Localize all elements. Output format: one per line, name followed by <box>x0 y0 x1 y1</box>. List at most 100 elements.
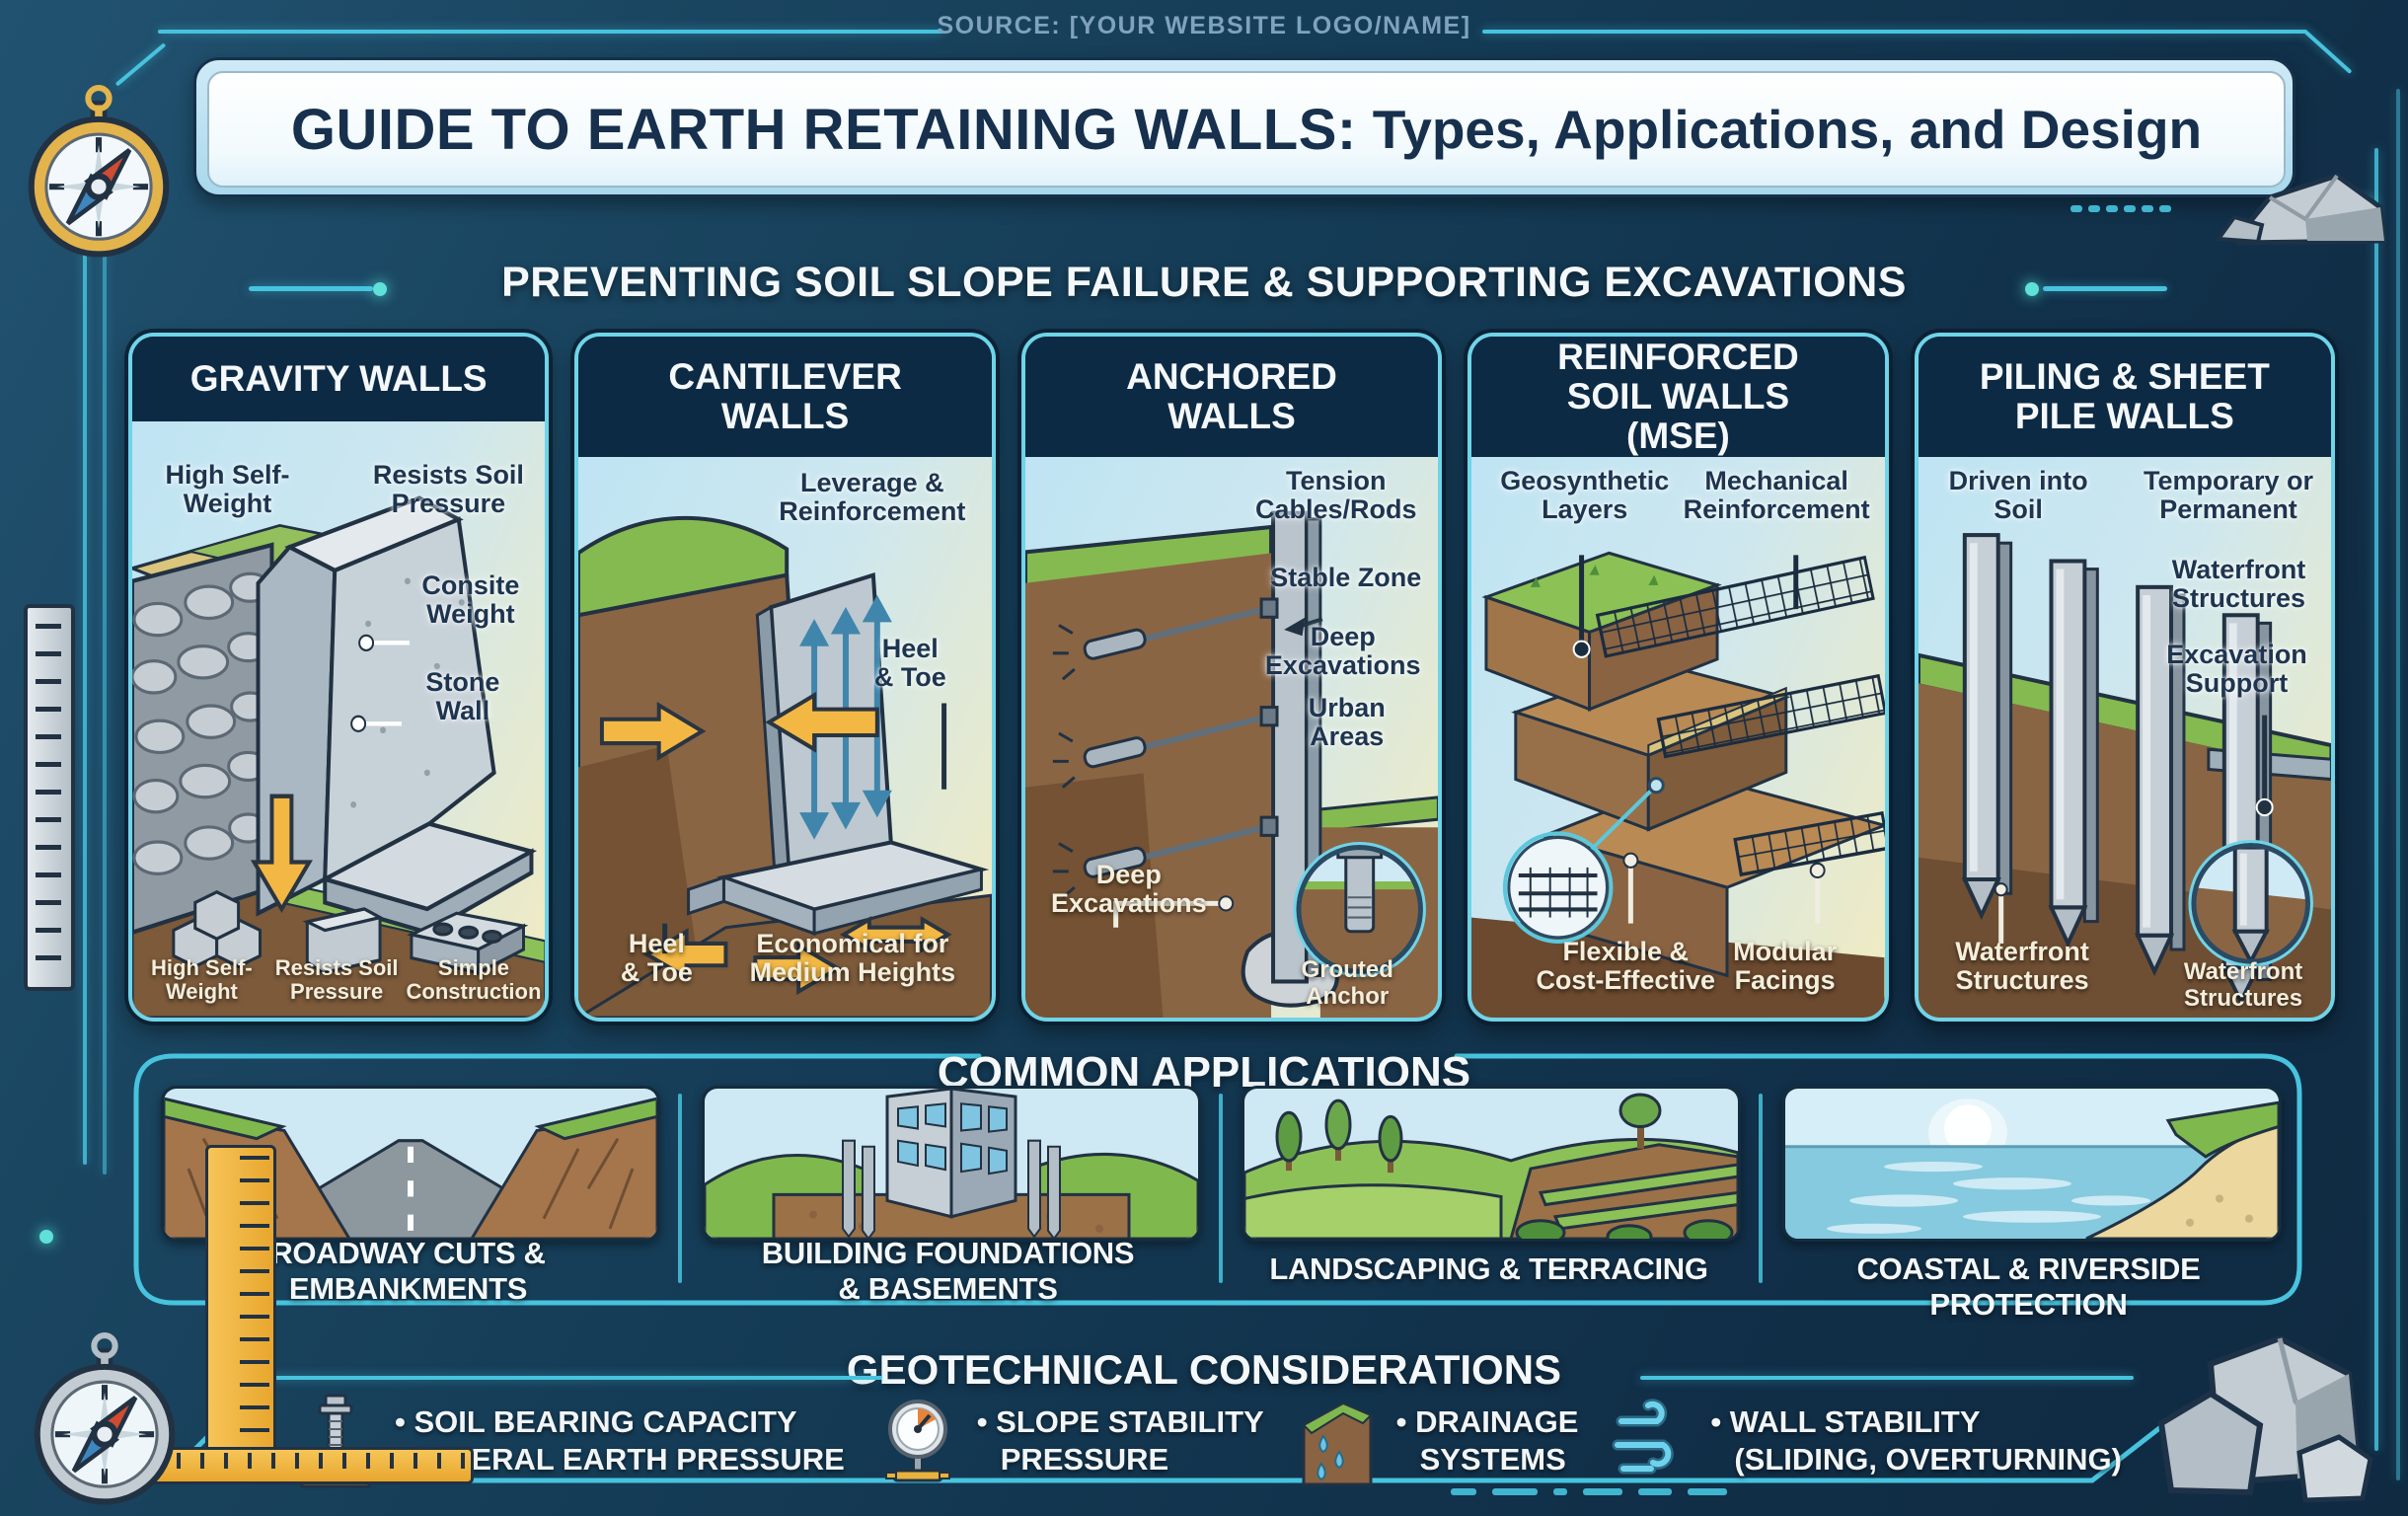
geotech-text: • WALL STABILITY (SLIDING, OVERTURNING) <box>1710 1404 2122 1477</box>
wall-type-panels: GRAVITY WALLS <box>128 333 2336 1022</box>
coastal-protection-image <box>1782 1086 2282 1242</box>
caption-building-foundations: BUILDING FOUNDATIONS& BASEMENTS <box>761 1236 1135 1306</box>
geotech-item-stability: • WALL STABILITY (SLIDING, OVERTURNING) <box>1612 1392 2122 1490</box>
label-leverage-reinforcement: Leverage &Reinforcement <box>779 468 966 526</box>
panel-title: CANTILEVER WALLS <box>578 337 992 457</box>
geotech-items: • SOIL BEARING CAPACITY • LATERAL EARTH … <box>296 1388 2122 1494</box>
applications-divider <box>1759 1094 1763 1283</box>
label-stable-zone: Stable Zone <box>1270 563 1422 592</box>
panel-cantilever-walls: CANTILEVER WALLS <box>574 333 996 1022</box>
panel-reinforced-soil-walls: REINFORCED SOIL WALLS (MSE) <box>1467 333 1889 1022</box>
mesh-magnifier-inset <box>1503 777 1665 944</box>
title-box: GUIDE TO EARTH RETAINING WALLS: Types, A… <box>193 57 2295 197</box>
rock-icon-top <box>2217 173 2387 246</box>
panel-title: GRAVITY WALLS <box>132 337 546 421</box>
footer-dash <box>1688 1488 1727 1495</box>
drainage-slope-icon <box>1301 1402 1373 1486</box>
tension-anchors <box>1052 597 1279 899</box>
title-dash <box>2124 205 2136 212</box>
page-title-sub: Types, Applications, and Design <box>1372 99 2203 160</box>
title-dash <box>2142 205 2153 212</box>
pressure-arrows <box>600 691 952 996</box>
page-title-main: GUIDE TO EARTH RETAINING WALLS: <box>290 97 1357 162</box>
wind-flow-icon <box>1612 1399 1675 1475</box>
landscaping-terracing-image <box>1242 1086 1741 1242</box>
weight-down-arrow <box>250 794 313 914</box>
cantilever-wall-illustration: Leverage &Reinforcement Heel& Toe Heel& … <box>578 457 992 1018</box>
compass-icon <box>28 85 170 258</box>
applications-divider <box>1219 1094 1223 1283</box>
title-dash <box>2106 205 2118 212</box>
cantilever-wall-drawing <box>578 515 992 1018</box>
title-dash <box>2070 205 2082 212</box>
title-box-inner: GUIDE TO EARTH RETAINING WALLS: Types, A… <box>207 71 2286 188</box>
footer-dash <box>1451 1488 1476 1495</box>
geotech-title: GEOTECHNICAL CONSIDERATIONS <box>846 1346 1562 1393</box>
caption-roadway-cuts: ROADWAY CUTS &EMBANKMENTS <box>270 1236 546 1306</box>
footer-dash <box>1492 1488 1538 1495</box>
right-frame-line-1 <box>2374 148 2378 1451</box>
gravity-wall-drawing <box>132 495 546 1018</box>
subtitle-accent-dot-right <box>2025 282 2039 296</box>
geotech-text: • DRAINAGE SYSTEMS <box>1395 1404 1579 1477</box>
panel-title: PILING & SHEET PILE WALLS <box>1918 337 2332 457</box>
geotech-text: • SLOPE STABILITY PRESSURE <box>976 1404 1264 1477</box>
geotech-line-right <box>1640 1376 2134 1380</box>
brick-icon <box>406 911 529 976</box>
left-frame-line-1 <box>83 247 87 1165</box>
subtitle-accent-dot-left <box>373 282 387 296</box>
footer-dash <box>1638 1488 1672 1495</box>
panel-gravity-walls: GRAVITY WALLS <box>128 333 550 1022</box>
pile-tip-inset <box>2188 839 2313 967</box>
caption-heel-toe: Heel& Toe <box>620 928 693 988</box>
gray-ruler <box>24 604 75 991</box>
anchored-wall-drawing <box>1024 510 1439 1018</box>
label-heel-toe: Heel& Toe <box>873 634 946 692</box>
applications-divider <box>678 1094 682 1283</box>
rock-icon-bottom <box>2157 1334 2373 1503</box>
yellow-vertical-ruler <box>205 1145 276 1473</box>
left-frame-line-2 <box>103 148 107 1175</box>
yellow-horizontal-ruler <box>144 1447 474 1484</box>
caption-high-self-weight: High Self-Weight <box>151 954 253 1004</box>
sheet-pile-drawing <box>1918 533 2332 1018</box>
caption-coastal: COASTAL & RIVERSIDE PROTECTION <box>1856 1251 2201 1322</box>
footer-dash <box>1553 1488 1567 1495</box>
top-frame-line-right <box>1482 30 2307 34</box>
label-high-self-weight: High Self-Weight <box>165 460 290 518</box>
subtitle-accent-line-left <box>249 286 373 291</box>
top-frame-line-left <box>158 30 943 34</box>
pressure-gauge-icon <box>884 1400 950 1482</box>
subtitle-accent-line-right <box>2043 286 2167 291</box>
concrete-block-icon <box>302 907 385 975</box>
source-line: SOURCE: [YOUR WEBSITE LOGO/NAME] <box>937 12 1471 39</box>
accent-dot-left <box>39 1230 53 1244</box>
right-frame-line-2 <box>2396 89 2400 1480</box>
grouted-anchor-inset <box>1293 841 1426 977</box>
panel-piling-sheet-walls: PILING & SHEET PILE WALLS <box>1914 333 2336 1022</box>
compass-icon-bottom <box>34 1332 176 1505</box>
mse-wall-drawing <box>1471 551 1885 1018</box>
